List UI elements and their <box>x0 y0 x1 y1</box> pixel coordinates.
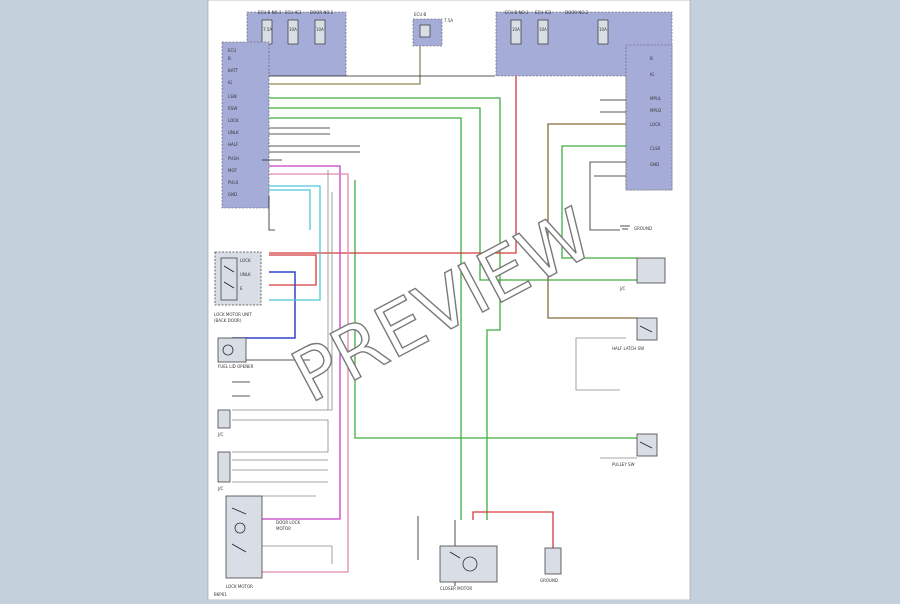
svg-text:RSW: RSW <box>228 106 237 111</box>
svg-text:7.5A: 7.5A <box>263 27 272 32</box>
page-tag: B6P61 <box>214 592 227 597</box>
svg-text:PULS: PULS <box>228 180 239 185</box>
svg-text:HALF LATCH SW: HALF LATCH SW <box>612 346 644 351</box>
svg-text:7.5A: 7.5A <box>444 18 453 23</box>
svg-text:J/C: J/C <box>217 432 224 437</box>
svg-text:MPUL: MPUL <box>650 96 662 101</box>
main-body-ecu: ECU B BATT IG LSW RSW LOCK UNLK HALF PUS… <box>221 41 270 209</box>
svg-text:ECU-IG2: ECU-IG2 <box>535 10 552 15</box>
svg-text:FUEL LID OPENER: FUEL LID OPENER <box>218 364 254 369</box>
svg-text:DOOR NO.2: DOOR NO.2 <box>565 10 589 15</box>
svg-text:J/C: J/C <box>217 486 224 491</box>
svg-text:GND: GND <box>228 192 237 197</box>
latch-switch: HALF LATCH SW <box>612 317 658 351</box>
svg-text:DOOR NO.1: DOOR NO.1 <box>310 10 334 15</box>
svg-text:DOOR LOCK: DOOR LOCK <box>276 520 300 525</box>
sliding-door-ecu: B IG MPUL MPU2 LOCK CLSR GND <box>625 44 673 191</box>
svg-text:MOT: MOT <box>228 168 238 173</box>
svg-text:B: B <box>228 56 231 61</box>
svg-text:GROUND: GROUND <box>540 578 558 583</box>
svg-text:MOTOR: MOTOR <box>276 526 291 531</box>
connector-j2: J/C <box>217 451 231 491</box>
svg-text:PULLEY SW: PULLEY SW <box>612 462 635 467</box>
fuse-center: ECU-B 7.5A <box>412 12 453 47</box>
svg-text:E: E <box>240 286 243 291</box>
svg-text:BATT: BATT <box>228 68 239 73</box>
svg-text:LSW: LSW <box>228 94 237 99</box>
svg-text:LOCK: LOCK <box>240 258 251 263</box>
ground-symbol: GROUND <box>620 225 652 231</box>
svg-text:LOCK MOTOR: LOCK MOTOR <box>226 584 253 589</box>
svg-text:LOCK: LOCK <box>650 122 661 127</box>
svg-text:10A: 10A <box>599 27 607 32</box>
door-lock-unit: LOCK MOTOR <box>225 495 263 589</box>
svg-text:HALF: HALF <box>228 142 239 147</box>
svg-text:10A: 10A <box>539 27 547 32</box>
svg-text:10A: 10A <box>289 27 297 32</box>
fuel-lid-motor: FUEL LID OPENER <box>217 337 254 369</box>
svg-text:GROUND: GROUND <box>634 226 652 231</box>
svg-text:GND: GND <box>650 162 659 167</box>
svg-text:UNLK: UNLK <box>228 130 239 135</box>
connector-j1: J/C <box>217 409 231 437</box>
svg-text:J/C: J/C <box>619 286 626 291</box>
svg-text:10A: 10A <box>512 27 520 32</box>
svg-text:ECU: ECU <box>228 48 236 53</box>
power-window-switch: LOCK UNLK E <box>214 251 262 306</box>
ground-connector: GROUND <box>540 547 562 583</box>
svg-text:ECU-B NO.1: ECU-B NO.1 <box>505 10 529 15</box>
svg-text:CLSR: CLSR <box>650 146 661 151</box>
svg-text:ECU-B: ECU-B <box>414 12 427 17</box>
svg-text:UNLK: UNLK <box>240 272 251 277</box>
switch-box-1: J/C <box>619 257 666 291</box>
svg-text:10A: 10A <box>316 27 324 32</box>
svg-text:LOCK MOTOR UNIT: LOCK MOTOR UNIT <box>214 312 252 317</box>
pulley-switch: PULLEY SW <box>612 433 658 467</box>
svg-text:ECU-B NO.3: ECU-B NO.3 <box>258 10 282 15</box>
svg-text:ECU-IG1: ECU-IG1 <box>285 10 302 15</box>
svg-text:CLOSER MOTOR: CLOSER MOTOR <box>440 586 472 591</box>
svg-text:IG: IG <box>228 80 232 85</box>
svg-text:MPU2: MPU2 <box>650 108 662 113</box>
svg-text:(BACK DOOR): (BACK DOOR) <box>214 318 242 323</box>
svg-text:B: B <box>650 56 653 61</box>
svg-text:IG: IG <box>650 72 654 77</box>
closer-motor: CLOSER MOTOR <box>439 545 498 591</box>
svg-text:LOCK: LOCK <box>228 118 239 123</box>
svg-text:PUSH: PUSH <box>228 156 239 161</box>
